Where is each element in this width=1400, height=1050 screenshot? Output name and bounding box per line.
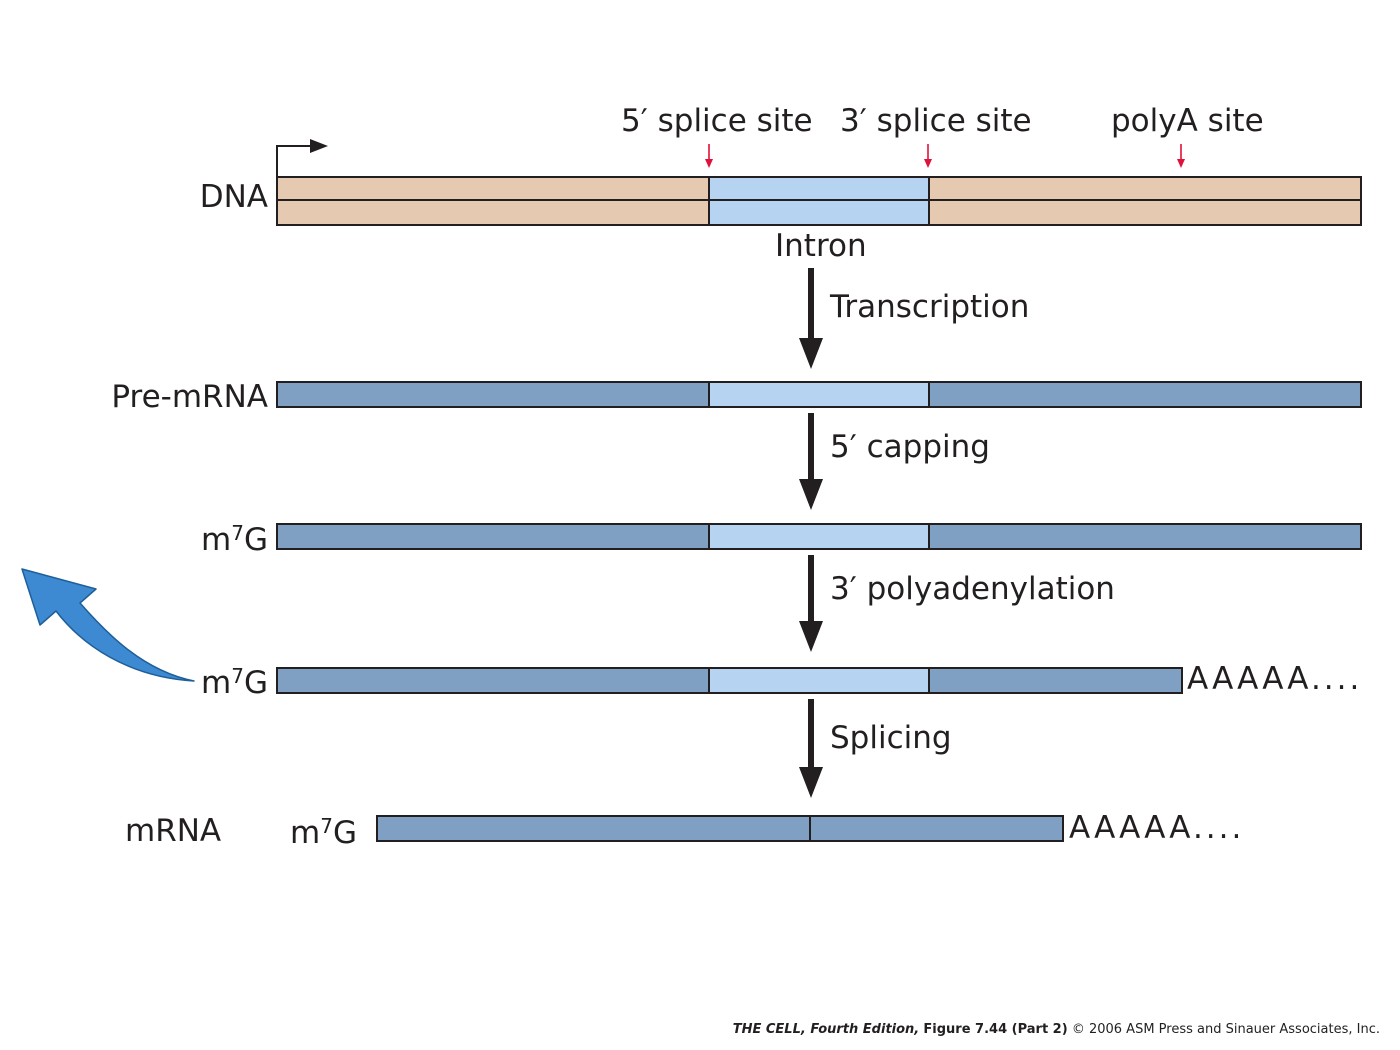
transcription-label: Transcription (830, 289, 1030, 325)
pre-mrna-intron (708, 381, 930, 408)
credit-copyright: © 2006 ASM Press and Sinauer Associates,… (1071, 1022, 1380, 1037)
credit-figure: Figure 7.44 (Part 2) (923, 1022, 1068, 1037)
pre-mrna-exon-left (276, 381, 710, 408)
polyadenylation-arrow-icon (799, 555, 823, 652)
mrna-exon-right (809, 815, 1064, 842)
m7g-cap-label-1: m7G (201, 521, 268, 558)
promoter-bent-arrow-icon (276, 139, 328, 177)
splice3-label: 3′ splice site (840, 103, 1032, 139)
mrna-label: mRNA (125, 813, 222, 849)
polya-tail-label-1: AAAAA.... (1187, 661, 1363, 697)
m7g-cap-label-3: m7G (290, 814, 357, 851)
curved-blue-arrow-icon (21, 568, 195, 682)
dna-intron (708, 176, 930, 226)
polyadenylated-exon-left (276, 667, 710, 694)
transcription-arrow-icon (799, 268, 823, 369)
intron-label: Intron (775, 228, 867, 264)
capped-exon-right (928, 523, 1362, 550)
dna-exon-right (928, 176, 1362, 226)
dna-strand-divider (276, 199, 1362, 201)
splicing-label: Splicing (830, 720, 952, 756)
m7g-cap-label-2: m7G (201, 664, 268, 701)
polyadenylation-label: 3′ polyadenylation (830, 571, 1115, 607)
mrna-exon-left (376, 815, 811, 842)
dna-exon-left (276, 176, 710, 226)
capped-intron (708, 523, 930, 550)
dna-label: DNA (199, 179, 268, 215)
splice5-label: 5′ splice site (621, 103, 813, 139)
polyadenylated-exon-right (928, 667, 1183, 694)
splicing-arrow-icon (799, 699, 823, 798)
polyadenylated-intron (708, 667, 930, 694)
polya-tail-label-2: AAAAA.... (1069, 810, 1245, 846)
figure-credit: THE CELL, Fourth Edition, Figure 7.44 (P… (733, 1022, 1380, 1037)
credit-book: THE CELL, Fourth Edition, (732, 1022, 920, 1037)
capping-label: 5′ capping (830, 429, 990, 465)
splice3-marker-icon (924, 144, 932, 168)
polya-site-marker-icon (1177, 144, 1185, 168)
splice5-marker-icon (705, 144, 713, 168)
pre-mrna-exon-right (928, 381, 1362, 408)
polya-site-label: polyA site (1111, 103, 1264, 139)
capped-exon-left (276, 523, 710, 550)
capping-arrow-icon (799, 413, 823, 510)
pre-mrna-label: Pre-mRNA (111, 379, 268, 415)
